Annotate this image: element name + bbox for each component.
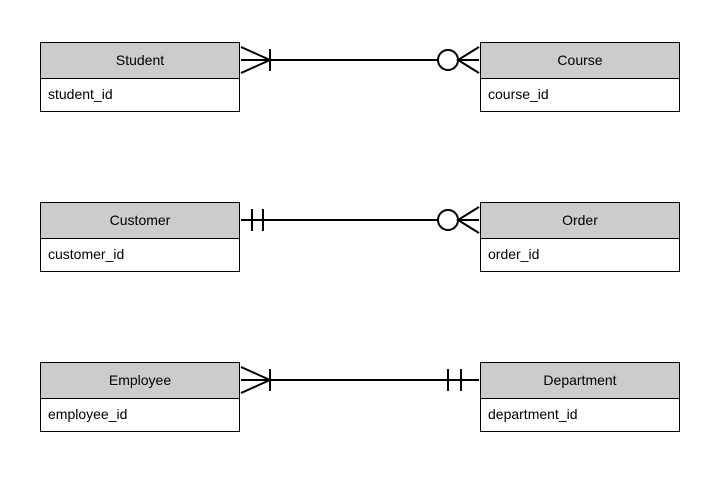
entity-employee-attribute: employee_id <box>41 399 239 431</box>
entity-customer-attribute: customer_id <box>41 239 239 271</box>
entity-employee-title: Employee <box>41 363 239 399</box>
entity-department-title: Department <box>481 363 679 399</box>
entity-student[interactable]: Student student_id <box>40 42 240 112</box>
entity-customer[interactable]: Customer customer_id <box>40 202 240 272</box>
entity-student-attribute: student_id <box>41 79 239 111</box>
crow-foot-icon-left <box>240 366 273 394</box>
entity-employee[interactable]: Employee employee_id <box>40 362 240 432</box>
entity-course-title: Course <box>481 43 679 79</box>
crow-foot-icon-right <box>456 46 480 74</box>
entity-order-attribute: order_id <box>481 239 679 271</box>
entity-department[interactable]: Department department_id <box>480 362 680 432</box>
entity-order[interactable]: Order order_id <box>480 202 680 272</box>
zero-circle-icon-right <box>437 209 459 231</box>
crow-foot-icon-right <box>456 206 480 234</box>
er-diagram-canvas: Student student_id Course course_id Cust… <box>40 42 680 432</box>
entity-order-title: Order <box>481 203 679 239</box>
entity-course[interactable]: Course course_id <box>480 42 680 112</box>
zero-circle-icon-right <box>437 49 459 71</box>
entity-customer-title: Customer <box>41 203 239 239</box>
crow-foot-icon-left <box>240 46 273 74</box>
entity-department-attribute: department_id <box>481 399 679 431</box>
entity-student-title: Student <box>41 43 239 79</box>
entity-course-attribute: course_id <box>481 79 679 111</box>
